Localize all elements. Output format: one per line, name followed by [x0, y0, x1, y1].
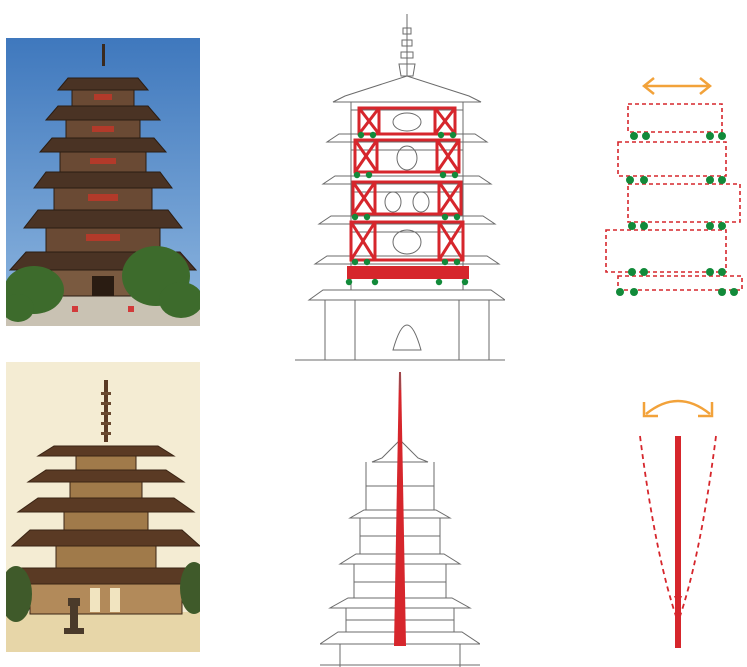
central-pillar-sway-diagram [630, 390, 730, 652]
wooden-pagoda-photo [6, 38, 200, 326]
horizontal-sliding-arrow [641, 77, 713, 95]
pagoda-section-drawing-central-pillar [320, 370, 480, 667]
shear-sway-diagram [600, 70, 747, 302]
pagoda-section-drawing [295, 10, 505, 366]
curved-rocking-arrow [642, 399, 714, 418]
five-storey-pagoda-photo [6, 362, 200, 652]
